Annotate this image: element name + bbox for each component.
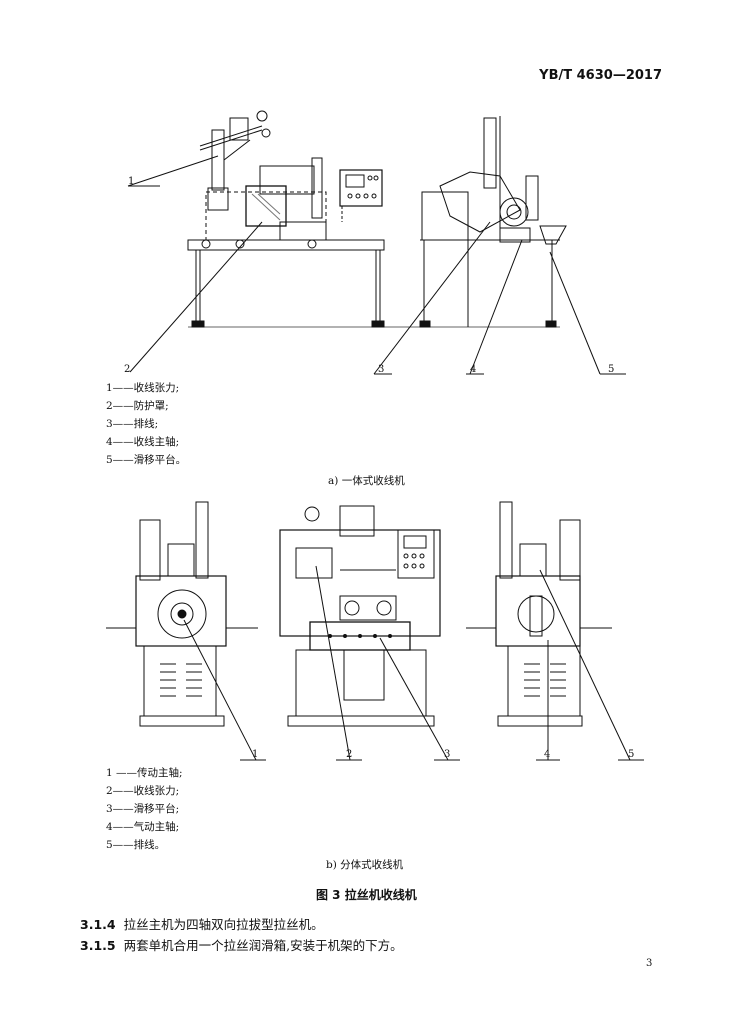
clause-text: 拉丝主机为四轴双向拉拔型拉丝机。: [123, 917, 324, 932]
callout-b-5: 5: [628, 749, 635, 760]
figure-title: 图 3 拉丝机收线机: [316, 888, 417, 902]
legend-b: 1 ——传动主轴; 2——收线张力; 3——滑移平台; 4——气动主轴; 5——…: [106, 764, 183, 854]
callout-b-4: 4: [544, 749, 551, 760]
clause-number: 3.1.4: [80, 917, 116, 932]
caption-a: a) 一体式收线机: [328, 475, 405, 487]
legend-a-item: 5——滑移平台。: [106, 454, 187, 466]
callout-a-2: 2: [124, 364, 131, 375]
clause-number: 3.1.5: [80, 938, 116, 953]
clause-3-1-5: 3.1.5 两套单机合用一个拉丝润滑箱,安装于机架的下方。: [80, 935, 403, 954]
legend-b-item: 4——气动主轴;: [106, 821, 180, 833]
legend-a-item: 1——收线张力;: [106, 382, 180, 394]
clause-text: 两套单机合用一个拉丝润滑箱,安装于机架的下方。: [123, 938, 403, 953]
callout-a-1: 1: [128, 176, 135, 187]
callout-a-5: 5: [608, 364, 615, 375]
clause-3-1-4: 3.1.4 拉丝主机为四轴双向拉拔型拉丝机。: [80, 914, 324, 933]
page-number: 3: [646, 958, 653, 969]
legend-a-item: 4——收线主轴;: [106, 436, 180, 448]
legend-b-item: 2——收线张力;: [106, 785, 180, 797]
callout-b-1: 1: [252, 749, 259, 760]
callout-b-3: 3: [444, 749, 451, 760]
callout-a-3: 3: [378, 364, 385, 375]
caption-b: b) 分体式收线机: [326, 859, 404, 871]
legend-a-item: 2——防护罩;: [106, 400, 169, 412]
callout-b-2: 2: [346, 749, 353, 760]
callout-a-4: 4: [470, 364, 477, 375]
legend-b-item: 3——滑移平台;: [106, 803, 180, 815]
standard-code: YB/T 4630—2017: [539, 68, 662, 83]
legend-a: 1——收线张力; 2——防护罩; 3——排线; 4——收线主轴; 5——滑移平台…: [106, 379, 186, 469]
legend-b-item: 5——排线。: [106, 839, 166, 851]
legend-b-item: 1 ——传动主轴;: [106, 767, 183, 779]
legend-a-item: 3——排线;: [106, 418, 159, 430]
